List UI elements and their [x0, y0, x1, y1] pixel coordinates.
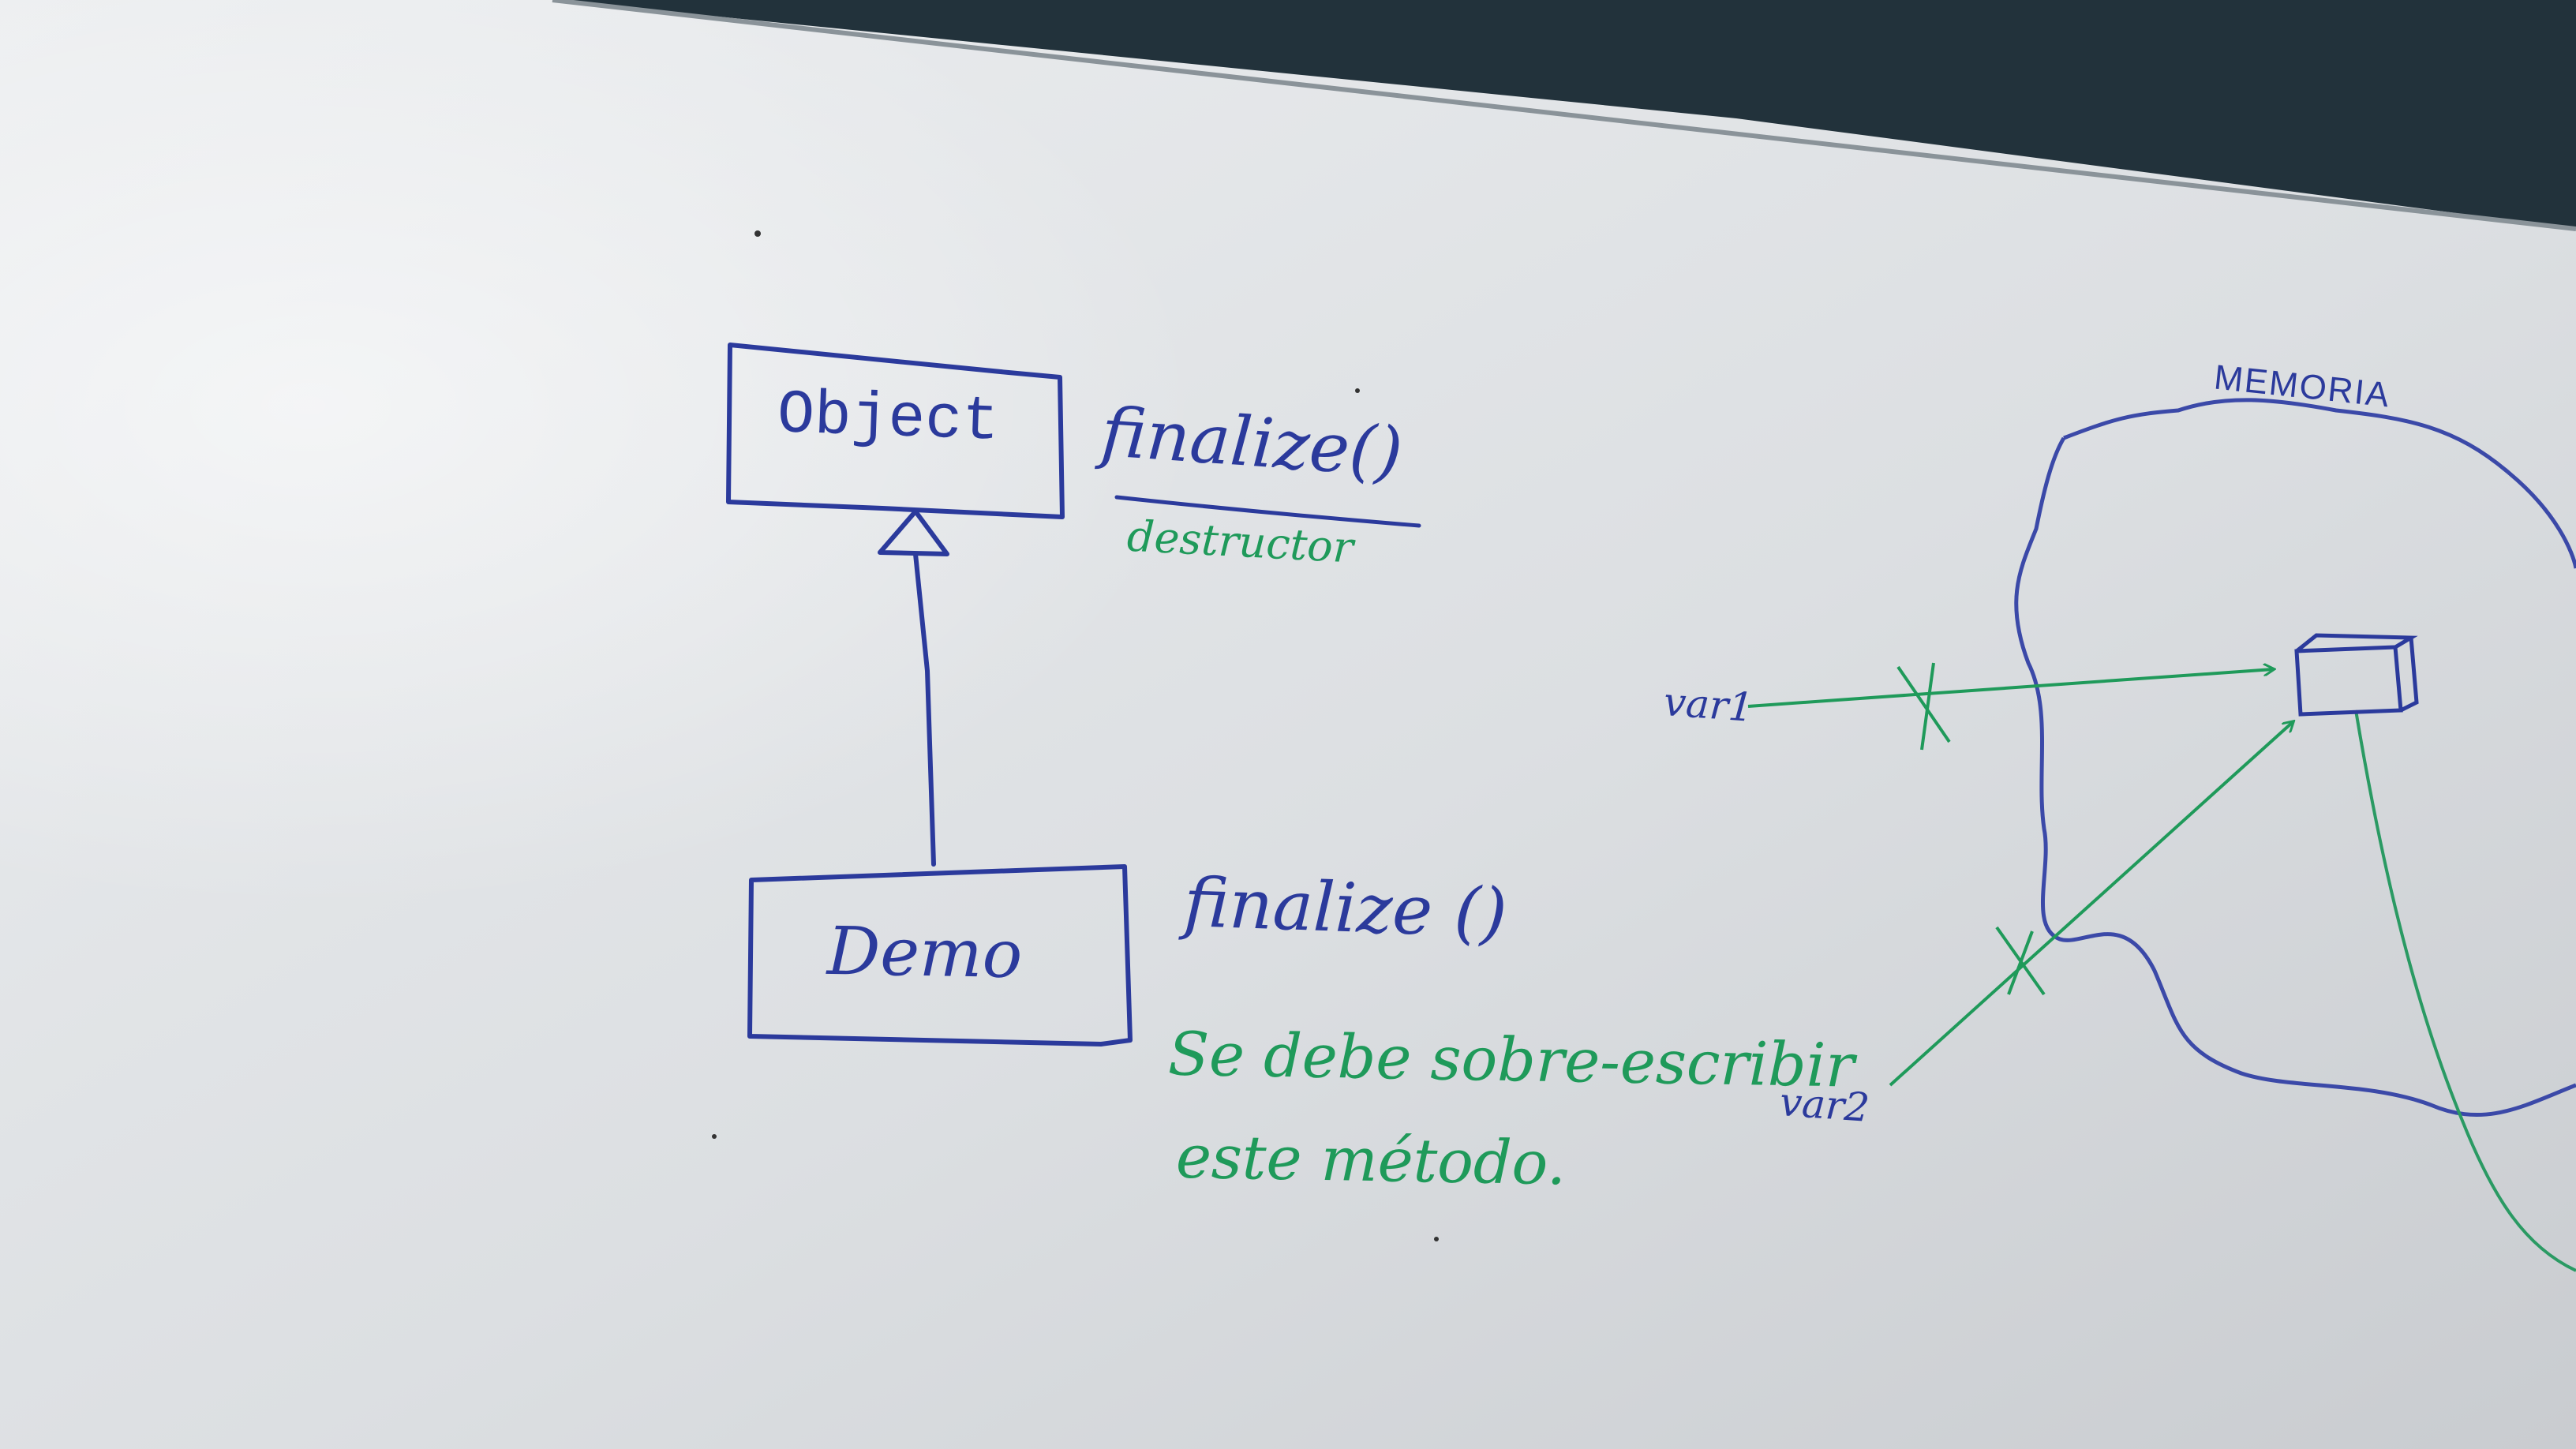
child-note-line2: este método. — [1175, 1121, 1567, 1199]
demo-class-box — [747, 864, 1133, 1046]
var2-cross-mark — [1995, 926, 2046, 996]
marker-dot — [1434, 1237, 1439, 1241]
parent-method-label: finalize() — [1098, 392, 1406, 493]
child-note-line1: Se debe sobre-escribir — [1167, 1018, 1855, 1101]
child-class-label: Demo — [826, 912, 1024, 994]
parent-method-note: destructor — [1125, 511, 1355, 573]
finalize-underline — [1114, 495, 1421, 528]
memory-object-box-top — [2295, 633, 2419, 713]
var1-cross-mark — [1896, 662, 1951, 751]
memory-tail-line — [2354, 710, 2576, 1272]
var2-reference-arrow — [1889, 722, 2293, 1087]
var2-label: var2 — [1778, 1079, 1871, 1131]
var1-reference-arrow — [1747, 669, 2273, 708]
memory-boundary — [2014, 398, 2576, 1117]
var1-label: var1 — [1662, 679, 1755, 731]
whiteboard-top-edge — [552, 0, 2576, 231]
child-method-label: finalize () — [1182, 863, 1509, 954]
marker-dot — [712, 1134, 717, 1139]
marker-dot — [1355, 388, 1360, 393]
inheritance-line — [913, 552, 936, 867]
object-class-box — [726, 343, 1065, 519]
marker-dot — [754, 230, 761, 237]
object-class-label: Object — [776, 380, 1001, 458]
